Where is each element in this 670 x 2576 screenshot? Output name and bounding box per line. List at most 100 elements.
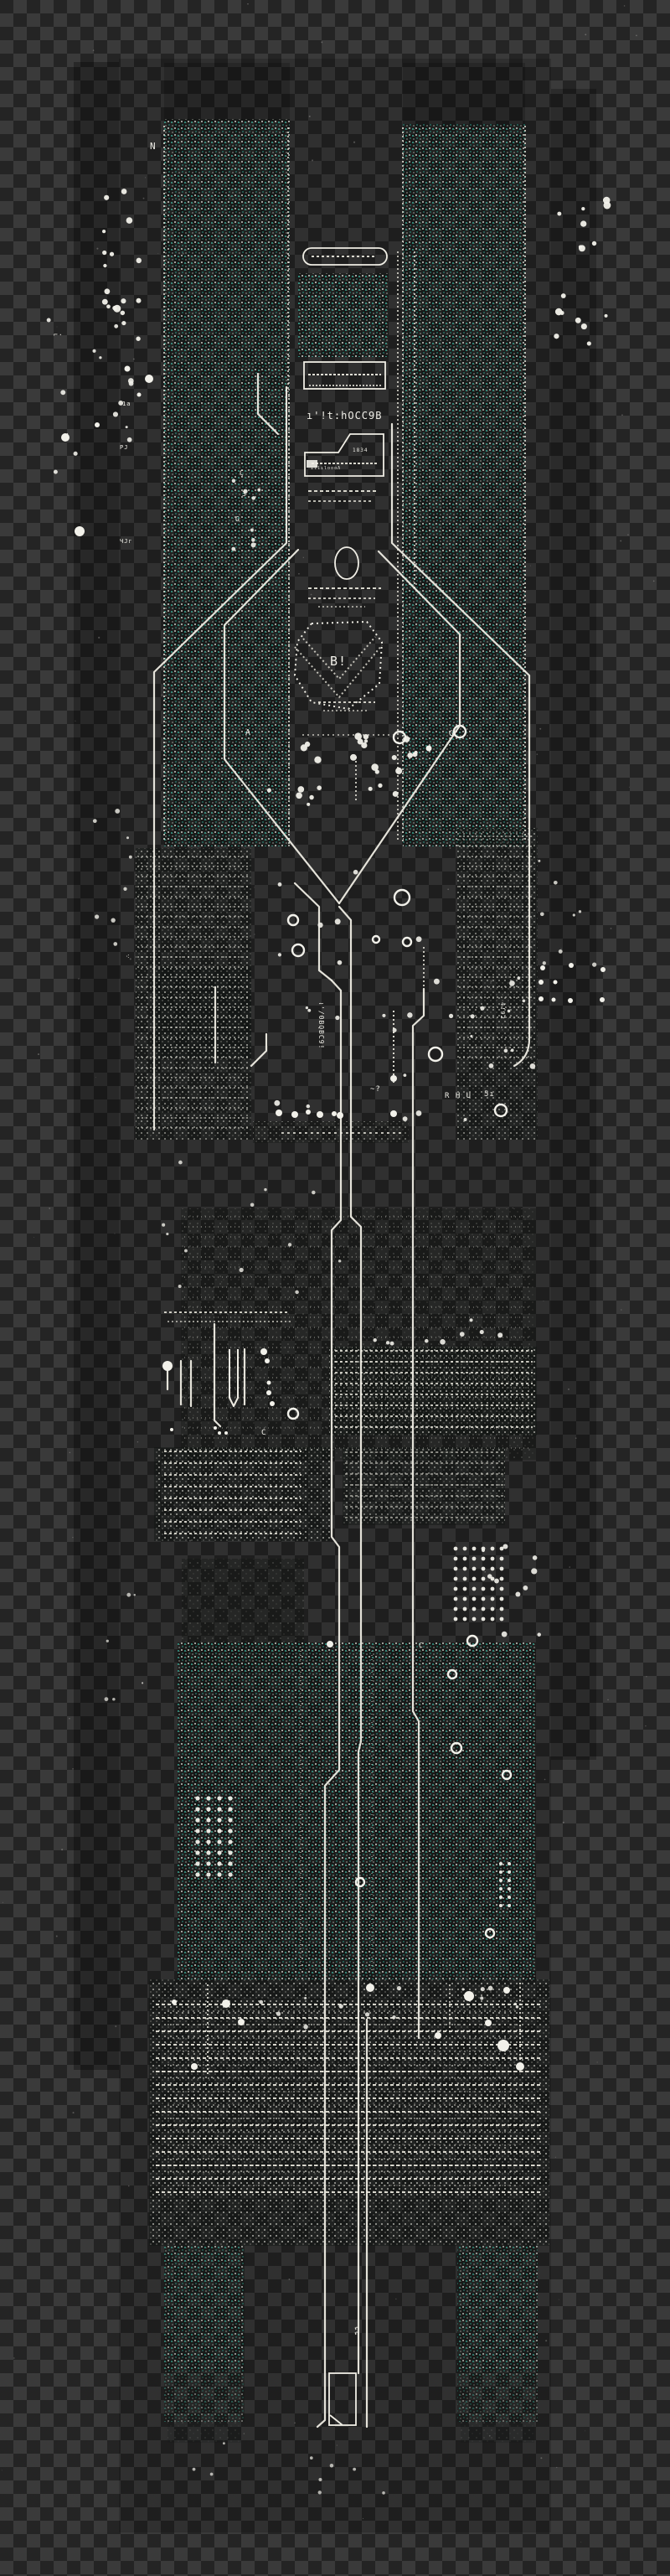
grid-dot (228, 1818, 233, 1823)
pad-dot (162, 1361, 173, 1371)
scatter-dot (585, 34, 587, 36)
pad-dot (218, 1431, 221, 1435)
scatter-dot (629, 786, 631, 788)
scatter-dot (158, 1489, 161, 1492)
silkscreen-glyph: PJ (120, 444, 128, 451)
scatter-dot (106, 304, 111, 309)
grid-dot (195, 1807, 200, 1812)
scatter-dot (353, 141, 356, 143)
scatter-dot (371, 763, 379, 771)
grid-dot (195, 1796, 200, 1801)
pad-dot (539, 980, 544, 985)
dotted-chevron (302, 636, 376, 680)
scatter-dot (365, 1749, 367, 1751)
scatter-dot (123, 887, 127, 891)
pad-dot (276, 1110, 282, 1116)
scatter-dot (463, 556, 466, 558)
pad-dot (291, 1111, 298, 1118)
scatter-dot (378, 783, 383, 788)
scatter-dot (126, 217, 133, 224)
grid-dot (499, 1887, 502, 1891)
scatter-dot (517, 976, 521, 980)
scatter-dot (509, 980, 515, 986)
silkscreen-glyph: N (150, 141, 157, 152)
silkscreen-glyph: C (419, 1642, 424, 1649)
scatter-dot (343, 1842, 345, 1845)
pad-dot (464, 1991, 474, 2001)
scatter-dot (385, 1341, 390, 1345)
grid-dot (453, 1606, 458, 1611)
scatter-dot (209, 2472, 214, 2476)
scatter-dot (182, 252, 184, 255)
grid-dot (490, 1596, 495, 1601)
grid-dot (453, 1546, 458, 1551)
silkscreen-glyph: ıllıloooɅ (311, 466, 341, 471)
silkscreen-glyph: 1a (122, 401, 131, 407)
silkscreen-glyph: G (235, 515, 240, 523)
scatter-dot (312, 159, 314, 162)
scatter-dot (137, 1441, 139, 1443)
scatter-dot (243, 489, 248, 494)
scatter-dot (557, 211, 562, 216)
trace-path (390, 422, 531, 1068)
scatter-dot (560, 948, 562, 949)
scatter-dot (437, 194, 440, 196)
scatter-dot (497, 1332, 503, 1338)
pad-dot (61, 433, 70, 442)
halftone-region (457, 2246, 538, 2372)
pad-dot (435, 2032, 441, 2039)
ring-pad (427, 1046, 444, 1063)
scatter-dot (470, 1014, 475, 1019)
scatter-dot (522, 999, 526, 1003)
scatter-dot (346, 1993, 348, 1995)
grid-dot (508, 1896, 511, 1899)
scatter-dot (387, 1745, 389, 1747)
scatter-dot (396, 1986, 402, 1991)
scatter-dot (69, 1451, 71, 1454)
grid-dot (195, 1850, 200, 1855)
trace-path (338, 550, 461, 905)
scatter-dot (304, 1996, 307, 1999)
grid-dot (453, 1616, 458, 1622)
scatter-dot (49, 1208, 51, 1209)
scatter-dot (310, 593, 312, 596)
grid-dot (508, 1887, 511, 1891)
scatter-dot (250, 1203, 255, 1208)
trace-path (213, 1322, 222, 1428)
scatter-dot (503, 1048, 508, 1053)
pad-dot (75, 526, 85, 536)
scatter-dot (480, 1987, 485, 1992)
scatter-dot (171, 1048, 173, 1052)
scatter-dot (454, 1721, 456, 1723)
scatter-dot (274, 1099, 281, 1106)
scatter-dot (183, 1249, 188, 1253)
scatter-dot (269, 1641, 271, 1643)
scatter-dot (229, 195, 232, 198)
halftone-region (164, 119, 290, 846)
grid-dot (462, 1556, 467, 1561)
silhouette-band (164, 63, 290, 122)
ring-pad (452, 724, 467, 739)
pad-dot (516, 2062, 524, 2071)
scatter-dot (407, 753, 414, 758)
scatter-dot (136, 257, 142, 264)
pad-dot (539, 996, 544, 1001)
scatter-dot (374, 769, 379, 774)
trace-path (250, 1032, 268, 1068)
scatter-dot (121, 320, 126, 326)
scatter-dot (178, 1160, 183, 1165)
silkscreen-glyph: ⁖ (126, 953, 131, 960)
silkscreen-glyph: ⌐· (54, 331, 64, 339)
ring-pad (354, 1876, 366, 1888)
halftone-region (164, 2246, 245, 2372)
scatter-dot (61, 1849, 64, 1851)
ring-pad (401, 936, 413, 948)
scatter-dot (627, 534, 629, 535)
pad-dot (270, 1401, 275, 1406)
grid-dot (499, 1904, 502, 1907)
scatter-dot (459, 1651, 461, 1653)
scatter-dot (277, 882, 282, 887)
silkscreen-glyph: ≀'/0BQBC9! (317, 1002, 325, 1049)
trace-path (411, 987, 425, 2040)
scatter-dot (479, 1329, 484, 1335)
